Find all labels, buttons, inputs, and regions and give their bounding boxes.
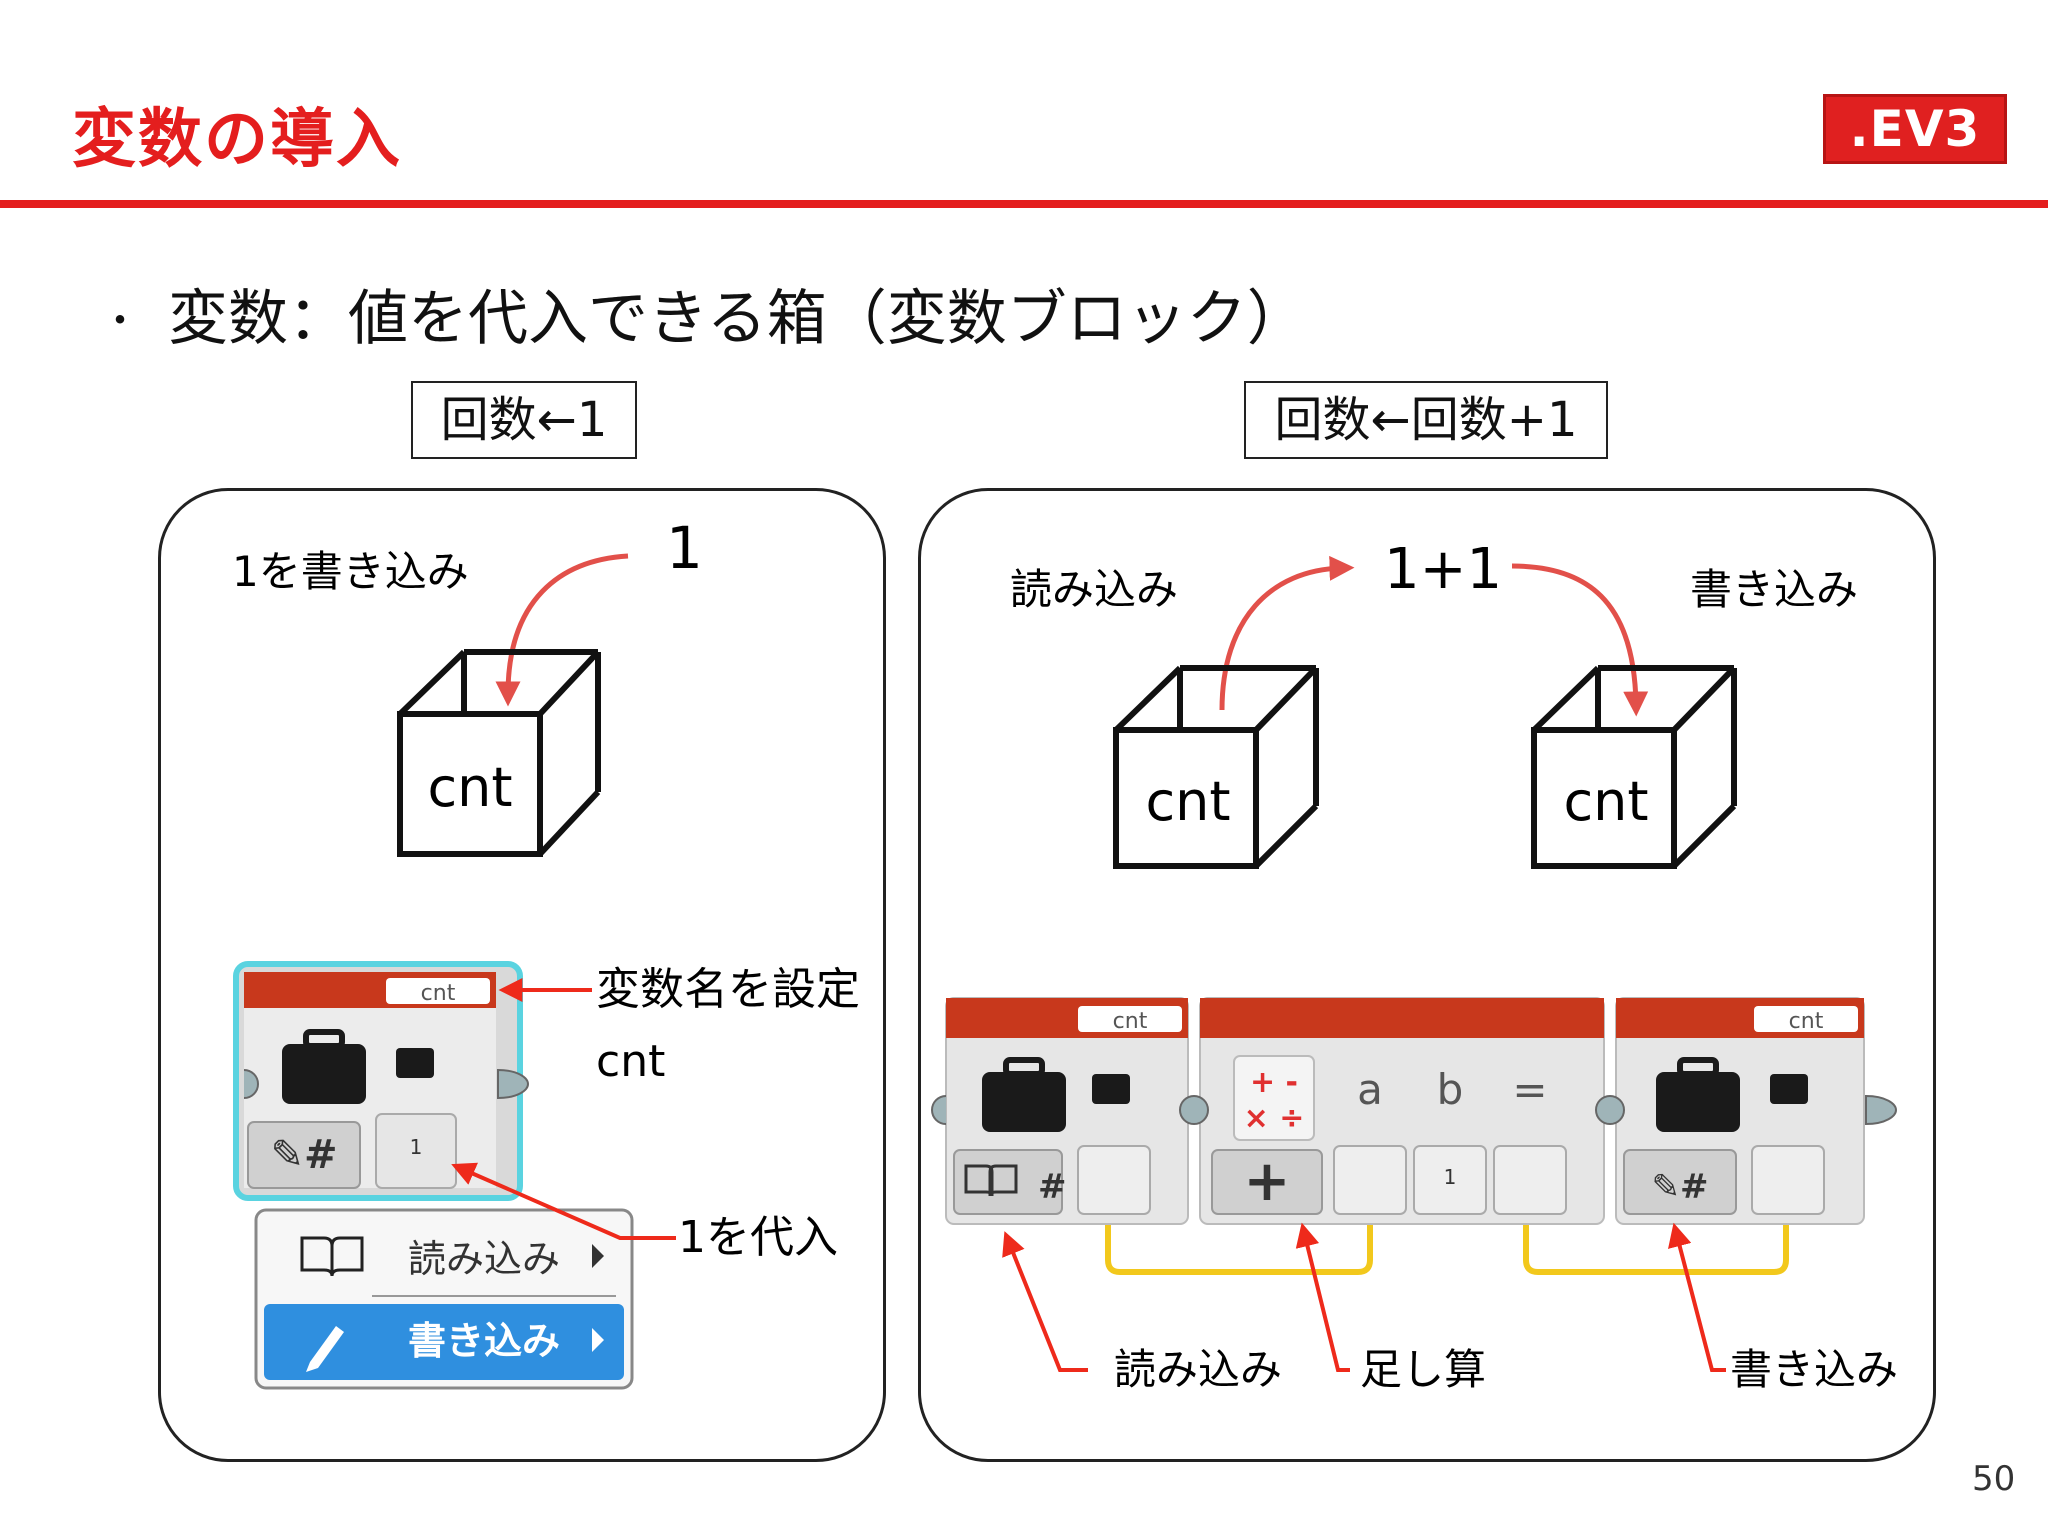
read-arrow — [1219, 555, 1355, 711]
chevron-right-icon — [592, 1328, 604, 1352]
add-callout-arrow — [1295, 1222, 1350, 1372]
variable-box-write — [1531, 665, 1737, 869]
write-label-right: 書き込み — [1690, 565, 1858, 614]
callout-variable-name-value: cnt — [596, 1036, 665, 1087]
chevron-right-icon — [592, 1244, 604, 1268]
math-input-b-label: b — [1437, 1065, 1464, 1114]
callout-assign: 1を代入 — [678, 1212, 838, 1263]
formula-assign: 回数←1 — [411, 381, 637, 459]
menu-item-read-label: 読み込み — [408, 1237, 560, 1281]
math-input-b-value: 1 — [1444, 1165, 1457, 1189]
write-block-name-tab: cnt — [1789, 1009, 1824, 1034]
variable-box-read-label: cnt — [1145, 770, 1230, 833]
block-mode-icon: ✎# — [270, 1132, 337, 1178]
assigned-value: 1 — [666, 514, 703, 582]
variable-box-label: cnt — [427, 756, 512, 819]
title-divider — [0, 200, 2048, 208]
pencil-hash-icon: ✎# — [1652, 1167, 1709, 1207]
bullet-marker: ・ — [100, 298, 140, 344]
variable-box-read — [1113, 665, 1319, 869]
formula-increment: 回数←回数+1 — [1244, 381, 1608, 459]
page-number: 50 — [1972, 1459, 2015, 1499]
slide-title: 変数の導入 — [72, 103, 402, 177]
math-add-block[interactable]: + - × ÷ a b = + 1 — [1199, 997, 1605, 1225]
ev3-logo: .EV3 — [1823, 94, 2007, 164]
menu-item-read[interactable]: 読み込み — [300, 1236, 604, 1281]
read-callout-arrow — [1002, 1231, 1088, 1372]
callout-variable-name: 変数名を設定 — [596, 964, 860, 1015]
variable-read-block[interactable]: cnt # — [945, 997, 1189, 1225]
write-arrow-right — [1511, 563, 1649, 717]
callout-write: 書き込み — [1730, 1345, 1898, 1394]
book-icon — [964, 1164, 1018, 1197]
variable-box-write-label: cnt — [1563, 770, 1648, 833]
math-op-times-div: × ÷ — [1244, 1101, 1305, 1136]
bullet-text: 変数：値を代入できる箱（変数ブロック） — [168, 284, 1307, 354]
math-result-label: = — [1512, 1065, 1547, 1114]
variable-block[interactable]: cnt ✎# 1 — [233, 961, 530, 1201]
callout-read: 読み込み — [1114, 1345, 1282, 1394]
callout-add: 足し算 — [1360, 1345, 1486, 1394]
read-block-name-tab: cnt — [1113, 1009, 1148, 1034]
block-name-tab: cnt — [421, 981, 456, 1006]
variable-box — [397, 649, 601, 857]
expression: 1+1 — [1384, 537, 1502, 602]
assign-callout-arrow — [451, 1162, 676, 1240]
block-input-value: 1 — [410, 1135, 423, 1159]
math-input-a-label: a — [1357, 1065, 1383, 1114]
mode-menu[interactable]: 読み込み 書き込み — [254, 1208, 634, 1390]
hash-icon: # — [1038, 1167, 1067, 1207]
write-callout-arrow — [1668, 1222, 1726, 1372]
book-icon — [300, 1236, 364, 1277]
read-label: 読み込み — [1010, 565, 1178, 614]
pencil-icon — [306, 1326, 344, 1372]
data-wire-result — [1523, 1214, 1789, 1275]
panel-assign — [158, 488, 886, 1462]
add-mode-icon: + — [1244, 1149, 1291, 1214]
menu-item-write[interactable]: 書き込み — [264, 1304, 624, 1380]
menu-item-write-label: 書き込み — [408, 1319, 560, 1363]
math-op-plus-minus: + - — [1250, 1065, 1298, 1100]
write-label: 1を書き込み — [232, 547, 469, 596]
data-wire-a — [1105, 1214, 1373, 1275]
write-arrow — [495, 553, 629, 707]
variable-write-block[interactable]: cnt ✎# — [1615, 997, 1865, 1225]
panel-increment — [918, 488, 1936, 1462]
